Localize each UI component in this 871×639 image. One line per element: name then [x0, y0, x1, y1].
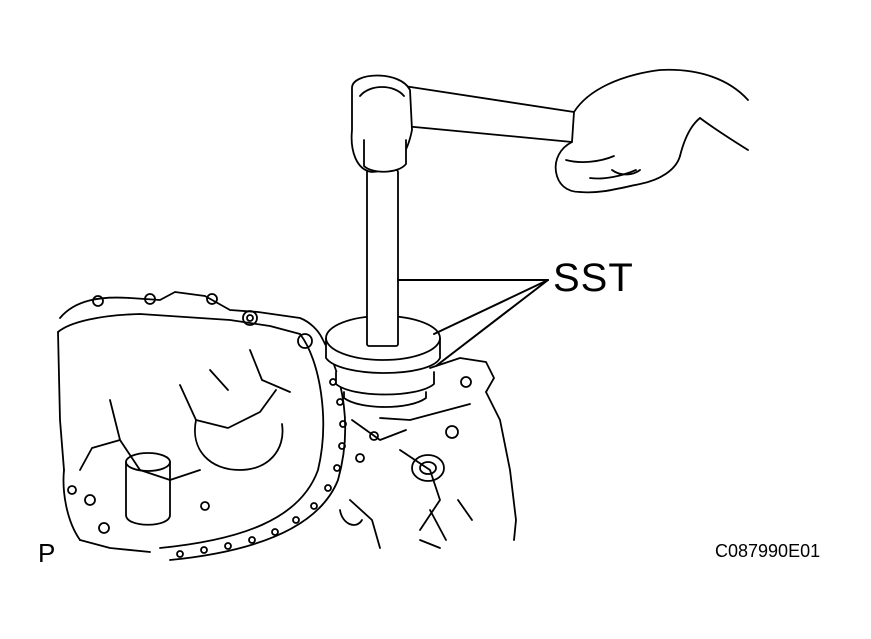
sst-tool	[325, 169, 441, 408]
sst-callout-label: SST	[553, 256, 634, 300]
figure-code: C087990E01	[715, 541, 821, 561]
transmission-case	[57, 291, 347, 561]
hand	[554, 68, 749, 194]
case-wall-holes	[176, 378, 347, 558]
case-right-section	[339, 357, 517, 549]
hammer	[350, 74, 575, 173]
callout-leader-lines	[397, 279, 549, 367]
view-letter: P	[38, 538, 56, 568]
